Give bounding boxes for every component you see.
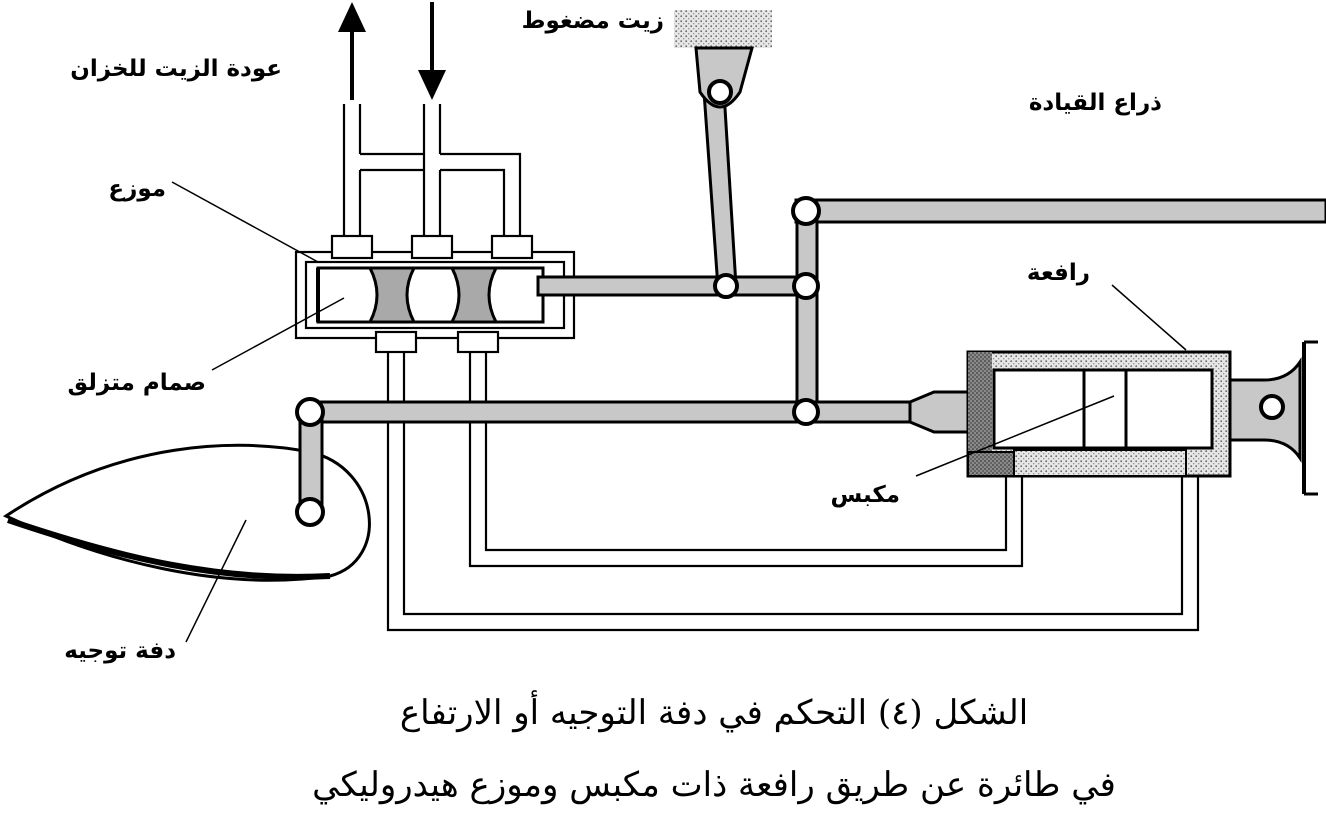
label-pressurized-oil: زيت مضغوط <box>522 8 664 34</box>
pivot-joints <box>713 196 821 426</box>
rudder <box>2 443 371 582</box>
jack-cylinder <box>966 350 1232 478</box>
label-slide-valve: صمام متزلق <box>68 370 206 396</box>
caption-line-2: في طائرة عن طريق رافعة ذات مكبس وموزع هي… <box>312 765 1116 805</box>
leader-lines <box>171 181 1187 643</box>
jack-mount <box>1228 340 1318 496</box>
label-jack: رافعة <box>1027 260 1090 286</box>
slide-valve-spool <box>316 266 545 324</box>
rudder-horn <box>295 397 325 527</box>
caption-line-1: الشكل (٤) التحكم في دفة التوجيه أو الارت… <box>400 690 1028 733</box>
oil-return-arrow <box>338 2 366 100</box>
label-distributor: موزع <box>108 176 166 202</box>
piston-head <box>1082 368 1128 450</box>
oil-supply-arrow <box>418 2 446 100</box>
label-rudder: دفة توجيه <box>64 638 176 664</box>
hydraulic-pipes <box>342 104 1200 632</box>
label-piston: مكبس <box>830 482 900 508</box>
label-control-stick: ذراع القيادة <box>1029 90 1162 116</box>
label-oil-return: عودة الزيت للخزان <box>70 56 282 82</box>
pressure-oil-source <box>674 10 772 109</box>
